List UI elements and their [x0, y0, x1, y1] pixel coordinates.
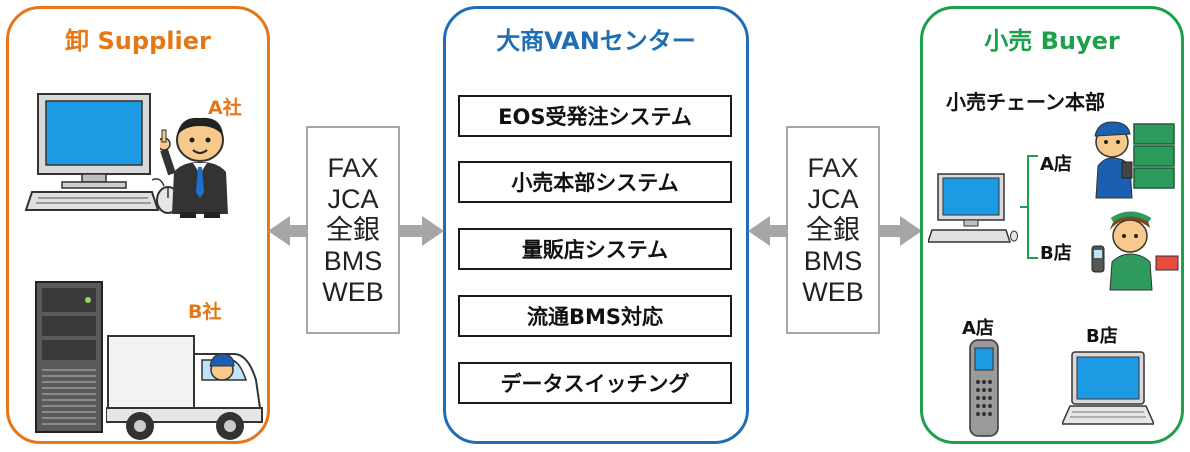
system-box-mass-retail: 量販店システム: [458, 228, 732, 270]
protocol-jca: JCA: [807, 183, 859, 214]
store-clerk-icon: [1091, 211, 1179, 291]
protocol-jca: JCA: [327, 183, 379, 214]
desktop-computer-icon: [928, 173, 1018, 243]
system-box-eos: EOS受発注システム: [458, 95, 732, 137]
van-center-title: 大商VANセンター: [496, 27, 696, 55]
terminal-a-label: A店: [962, 318, 994, 339]
delivery-truck-icon: [106, 335, 263, 440]
company-a-label: A社: [208, 97, 242, 119]
protocol-bms: BMS: [323, 245, 383, 276]
protocol-web: WEB: [802, 276, 864, 307]
businessman-icon: [160, 117, 228, 218]
protocol-box-left: FAX JCA 全銀 BMS WEB: [306, 126, 400, 334]
protocol-box-right: FAX JCA 全銀 BMS WEB: [786, 126, 880, 334]
protocol-fax: FAX: [327, 152, 379, 183]
supplier-title: 卸 Supplier: [65, 27, 211, 55]
desktop-computer-icon: [24, 93, 160, 211]
retail-hq-label: 小売チェーン本部: [946, 90, 1105, 114]
system-box-bms: 流通BMS対応: [458, 295, 732, 337]
protocol-fax: FAX: [807, 152, 859, 183]
company-b-label: B社: [188, 301, 222, 323]
system-box-data-switching: データスイッチング: [458, 362, 732, 404]
protocol-bms: BMS: [803, 245, 863, 276]
protocol-zengin: 全銀: [326, 214, 380, 245]
store-a-label: A店: [1040, 154, 1072, 175]
server-icon: [35, 281, 103, 433]
store-worker-icon: [1094, 121, 1175, 199]
laptop-icon: [1062, 351, 1154, 425]
protocol-zengin: 全銀: [806, 214, 860, 245]
protocol-web: WEB: [322, 276, 384, 307]
van-center-panel: 大商VANセンター EOS受発注システム 小売本部システム 量販店システム 流通…: [443, 6, 749, 444]
handheld-terminal-icon: [969, 339, 999, 437]
store-b-label: B店: [1040, 243, 1072, 264]
system-box-retail-hq: 小売本部システム: [458, 161, 732, 203]
terminal-b-label: B店: [1086, 326, 1118, 347]
buyer-title: 小売 Buyer: [984, 27, 1120, 55]
store-bracket-connector: [1020, 155, 1038, 259]
